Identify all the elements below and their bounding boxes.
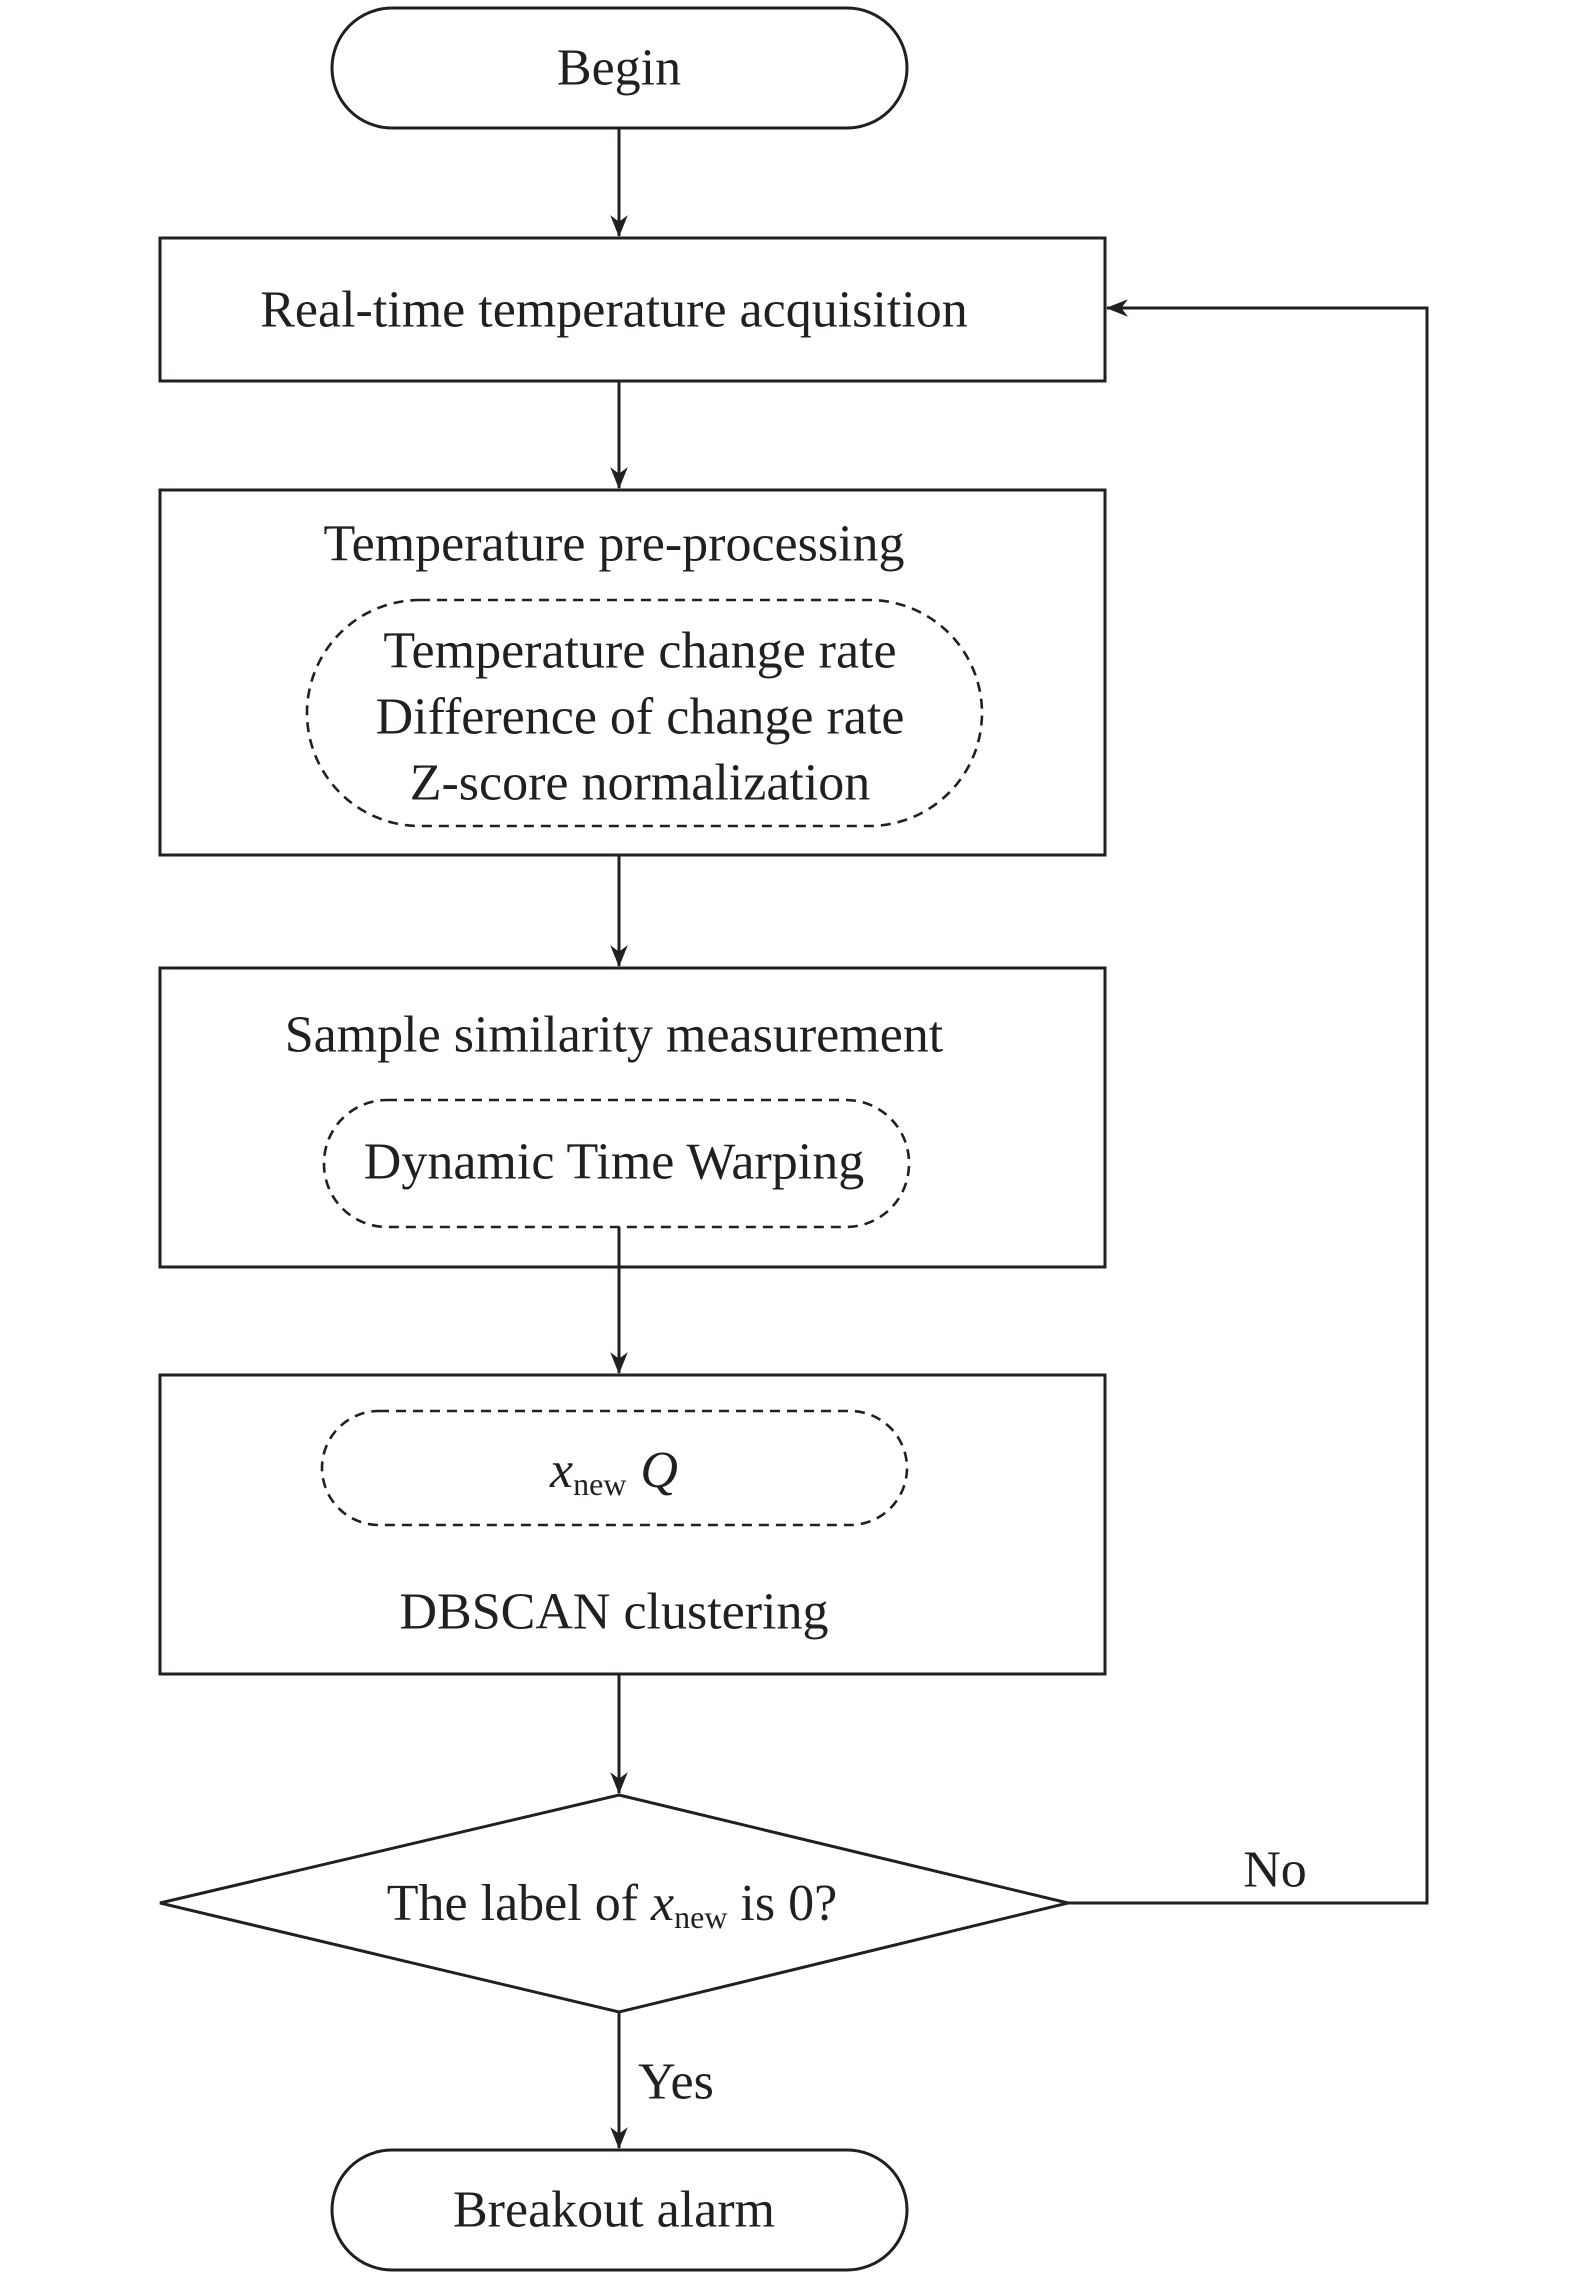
alarm-label: Breakout alarm [453, 2182, 775, 2239]
preprocessing-step: Z-score normalization [410, 755, 871, 812]
yes-edge-label: Yes [638, 2054, 714, 2111]
alarm-node: Breakout alarm [330, 2148, 909, 2272]
decision-label: The label of xnew is 0? [387, 1875, 837, 1936]
acquisition-label: Real-time temperature acquisition [260, 282, 968, 339]
preprocessing-label: Temperature pre-processing [323, 516, 904, 573]
similarity-box [158, 966, 1107, 1269]
preprocessing-steps-outline [305, 598, 984, 828]
decision-prefix: The label of [387, 1875, 651, 1932]
clustering-label: DBSCAN clustering [400, 1584, 829, 1641]
preprocessing-node: Temperature pre-processing Temperature c… [158, 488, 1107, 857]
acquisition-node: Real-time temperature acquisition [158, 236, 1107, 383]
similarity-method-outline [322, 1098, 911, 1229]
arrow-no-loop-to-acquisition [1068, 299, 1429, 1905]
clustering-inputs-outline [320, 1409, 909, 1527]
similarity-label: Sample similarity measurement [285, 1007, 944, 1064]
begin-label: Begin [557, 40, 681, 97]
clustering-input-set: Q [640, 1442, 678, 1499]
no-edge-label: No [1243, 1842, 1307, 1899]
clustering-input-var: x [549, 1442, 573, 1499]
decision-subscript: new [674, 1899, 727, 1935]
decision-var: x [650, 1875, 674, 1932]
decision-node: The label of xnew is 0? [159, 1793, 1069, 2014]
preprocessing-step: Temperature change rate [383, 623, 896, 680]
preprocessing-step: Difference of change rate [376, 689, 905, 746]
acquisition-box [158, 236, 1107, 383]
begin-node: Begin [330, 6, 909, 130]
similarity-method: Dynamic Time Warping [364, 1134, 864, 1191]
clustering-node: xnew Q DBSCAN clustering [158, 1373, 1107, 1676]
similarity-node: Sample similarity measurement Dynamic Ti… [158, 966, 1107, 1269]
clustering-inputs: xnew Q [549, 1442, 678, 1503]
clustering-input-subscript: new [573, 1466, 626, 1502]
alarm-terminator-shape [330, 2148, 909, 2272]
decision-suffix: is 0? [727, 1875, 837, 1932]
